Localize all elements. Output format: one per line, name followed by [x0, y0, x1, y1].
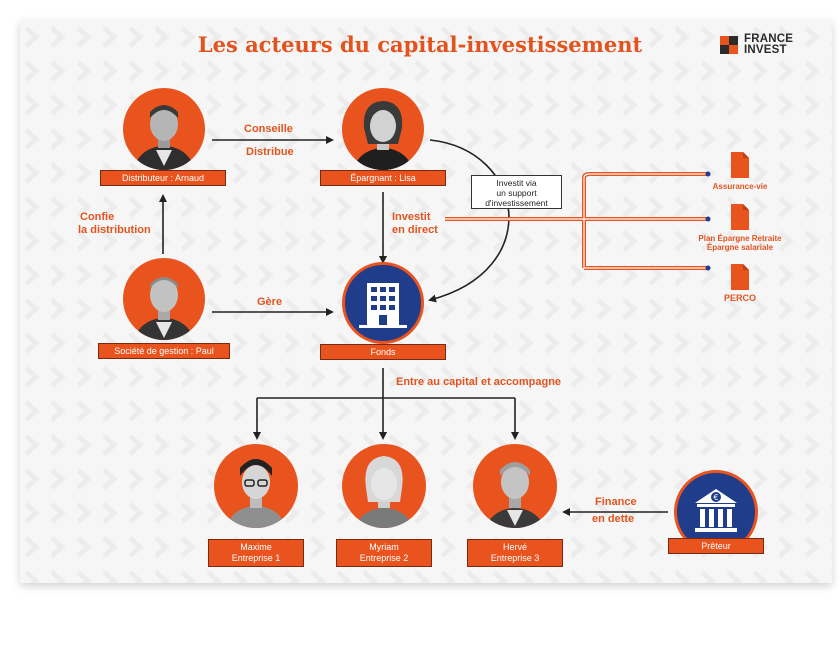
edge-finance-line2: en dette [592, 513, 635, 525]
node-societe-gestion: Société de gestion : Paul [98, 258, 230, 360]
node-maxime: Maxime Entreprise 1 [208, 444, 304, 572]
edge-gere: Gère [257, 296, 283, 308]
investit-via-line3: d'investissement [485, 198, 548, 208]
france-invest-logo-icon [720, 36, 738, 54]
edge-investit-via-box: Investit via un support d'investissement [471, 175, 562, 209]
label-societe-gestion: Société de gestion : Paul [98, 343, 230, 359]
node-distributeur: Distributeur : Arnaud [98, 88, 228, 188]
page-title: Les acteurs du capital-investissement [197, 32, 643, 57]
edge-entre-capital: Entre au capital et accompagne [396, 376, 562, 388]
person-portrait-icon [342, 444, 426, 528]
herve-company: Entreprise 3 [490, 553, 540, 563]
edge-investit-direct-line2: en direct [392, 224, 438, 236]
doc-plan-epargne [731, 204, 749, 230]
person-portrait-icon [214, 444, 298, 528]
support-perco: PERCO [723, 293, 756, 303]
node-preteur: € Prêteur [668, 470, 764, 560]
support-per-line2: Épargne salariale [706, 243, 774, 252]
person-portrait-icon [123, 88, 205, 170]
label-epargnant: Épargnant : Lisa [320, 170, 446, 186]
label-herve: Hervé Entreprise 3 [467, 539, 563, 567]
edge-finance-line1: Finance [595, 496, 637, 508]
herve-name: Hervé [502, 542, 527, 552]
label-preteur: Prêteur [668, 538, 764, 554]
node-epargnant: Épargnant : Lisa [318, 88, 448, 188]
document-icon [731, 152, 749, 178]
logo-line-2: INVEST [744, 44, 787, 56]
edge-investit-direct-line1: Investit [392, 211, 431, 223]
logo-line-1: FRANCE [744, 33, 794, 45]
label-myriam: Myriam Entreprise 2 [336, 539, 432, 567]
doc-perco [731, 264, 749, 290]
person-portrait-icon [342, 88, 424, 170]
edge-distribue: Distribue [246, 146, 294, 158]
maxime-company: Entreprise 1 [231, 553, 281, 563]
label-maxime: Maxime Entreprise 1 [208, 539, 304, 567]
node-fonds: Fonds [318, 262, 448, 362]
person-portrait-icon [123, 258, 205, 340]
myriam-name: Myriam [369, 542, 399, 552]
myriam-company: Entreprise 2 [359, 553, 409, 563]
document-icon [731, 264, 749, 290]
doc-assurance-vie [731, 152, 749, 178]
bank-euro-icon: € [695, 489, 737, 532]
investit-via-line1: Investit via [496, 178, 537, 188]
person-portrait-icon [473, 444, 557, 528]
label-distributeur: Distributeur : Arnaud [100, 170, 226, 186]
label-fonds: Fonds [320, 344, 446, 360]
france-invest-logo: FRANCE INVEST [720, 33, 794, 56]
building-icon [359, 283, 407, 328]
maxime-name: Maxime [240, 542, 272, 552]
svg-text:€: € [713, 493, 718, 502]
edge-confie-line1: Confie [80, 211, 115, 223]
fonds-circle [342, 262, 424, 344]
support-per-line1: Plan Épargne Retraite [698, 234, 782, 243]
node-herve: Hervé Entreprise 3 [467, 444, 563, 572]
investit-via-line2: un support [496, 188, 537, 198]
document-icon [731, 204, 749, 230]
support-assurance-vie: Assurance-vie [712, 182, 768, 191]
edge-confie-line2: la distribution [78, 224, 151, 236]
node-myriam: Myriam Entreprise 2 [336, 444, 432, 572]
edge-conseille: Conseille [244, 123, 293, 135]
